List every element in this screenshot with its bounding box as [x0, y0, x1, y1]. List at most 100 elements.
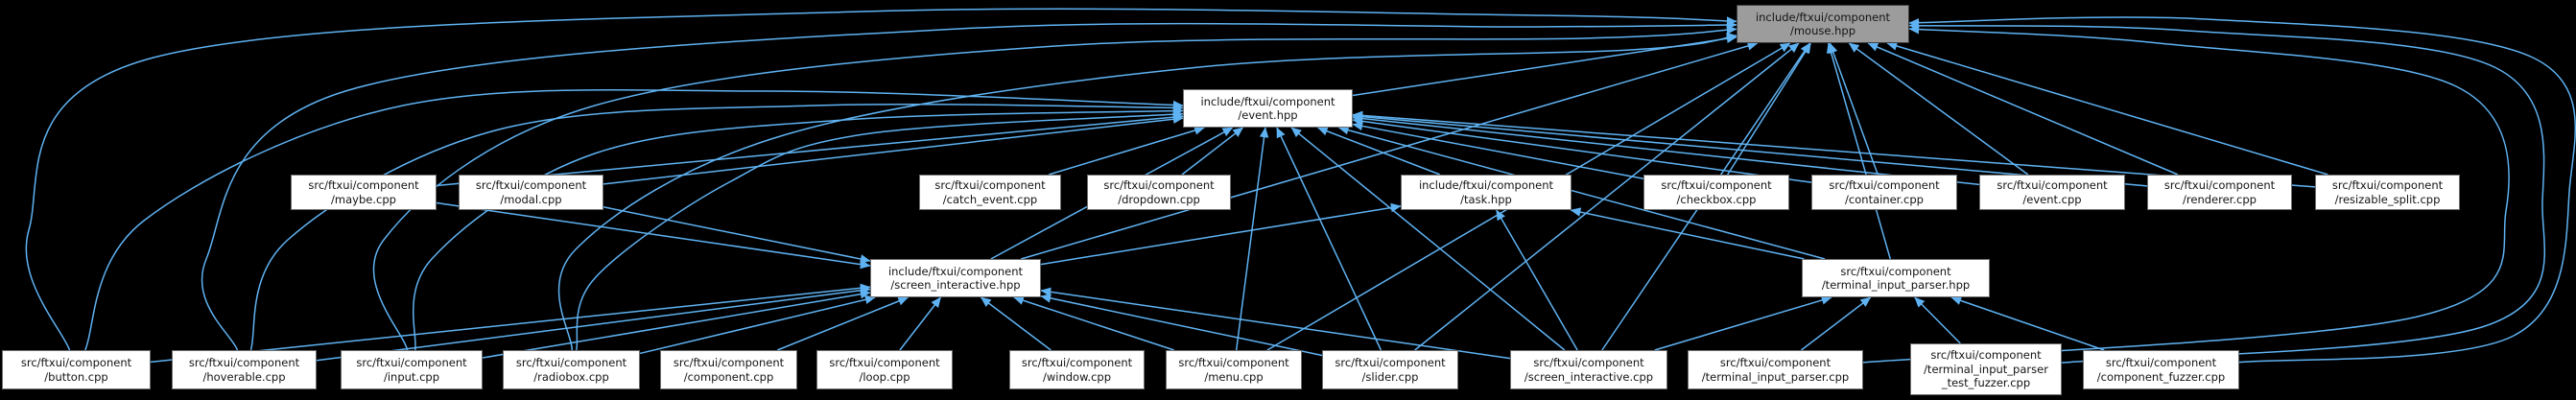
node-label: src/ftxui/component /menu.cpp [1178, 356, 1289, 384]
edge-hoverable_cpp-to-screen_interactive_hpp [316, 286, 871, 362]
node-label: src/ftxui/component /screen_interactive.… [1524, 356, 1654, 384]
node-component-cpp[interactable]: src/ftxui/component /component.cpp [660, 350, 797, 389]
edge-maybe_cpp-to-event_hpp [436, 112, 1184, 187]
node-screen-interactive-hpp[interactable]: include/ftxui/component /screen_interact… [870, 259, 1041, 297]
node-dropdown-cpp[interactable]: src/ftxui/component /dropdown.cpp [1087, 175, 1231, 210]
node-label: src/ftxui/component /hoverable.cpp [188, 356, 300, 384]
node-label: src/ftxui/component /component.cpp [673, 356, 785, 384]
node-label: include/ftxui/component /event.hpp [1200, 94, 1335, 122]
edge-terminal_input_parser_test_fuzzer_cpp-to-mouse_hpp [1908, 21, 2546, 364]
node-label: src/ftxui/component /maybe.cpp [308, 178, 419, 206]
edge-slider_cpp-to-mouse_hpp [1414, 42, 1800, 351]
edge-container_cpp-to-mouse_hpp [1829, 42, 1879, 176]
edge-slider_cpp-to-event_hpp [1276, 127, 1383, 351]
edge-hoverable_cpp-to-event_hpp [249, 103, 1184, 351]
node-container-cpp[interactable]: src/ftxui/component /container.cpp [1811, 175, 1957, 210]
node-component-fuzzer-cpp[interactable]: src/ftxui/component /component_fuzzer.cp… [2083, 350, 2239, 389]
edge-screen_interactive_cpp-to-task_hpp [1496, 209, 1578, 351]
edge-input_cpp-to-mouse_hpp [372, 25, 1737, 351]
node-hoverable-cpp[interactable]: src/ftxui/component /hoverable.cpp [172, 350, 317, 389]
edge-screen_interactive_cpp-to-screen_interactive_hpp [1040, 287, 1511, 360]
node-label: src/ftxui/component /loop.cpp [829, 356, 940, 384]
edge-terminal_input_parser_cpp-to-terminal_input_parser_hpp [1800, 296, 1872, 351]
edge-component_cpp-to-screen_interactive_hpp [776, 296, 910, 351]
node-resizable-split-cpp[interactable]: src/ftxui/component /resizable_split.cpp [2315, 175, 2460, 210]
node-label: src/ftxui/component /window.cpp [1021, 356, 1133, 384]
node-label: src/ftxui/component /modal.cpp [475, 178, 587, 206]
node-maybe-cpp[interactable]: src/ftxui/component /maybe.cpp [291, 175, 437, 210]
edge-terminal_input_parser_cpp-to-mouse_hpp [1862, 24, 2510, 364]
edge-catch_event_cpp-to-event_hpp [1048, 126, 1205, 176]
edge-modal_cpp-to-screen_interactive_hpp [603, 206, 871, 264]
node-screen-interactive-cpp[interactable]: src/ftxui/component /screen_interactive.… [1510, 350, 1667, 389]
edge-checkbox_cpp-to-mouse_hpp [1727, 42, 1811, 176]
node-label: src/ftxui/component /dropdown.cpp [1103, 178, 1215, 206]
node-label: src/ftxui/component /component_fuzzer.cp… [2096, 356, 2226, 384]
node-label: include/ftxui/component /mouse.hpp [1755, 10, 1891, 37]
edge-button_cpp-to-screen_interactive_hpp [150, 283, 871, 364]
edge-renderer_cpp-to-event_hpp [1352, 111, 2148, 187]
node-renderer-cpp[interactable]: src/ftxui/component /renderer.cpp [2147, 175, 2292, 210]
node-label: src/ftxui/component /checkbox.cpp [1661, 178, 1772, 206]
edge-event_cpp-to-mouse_hpp [1848, 42, 2029, 176]
edge-resizable_split_cpp-to-mouse_hpp [1886, 41, 2328, 176]
node-window-cpp[interactable]: src/ftxui/component /window.cpp [1009, 350, 1145, 389]
node-label: include/ftxui/component /screen_interact… [887, 264, 1024, 292]
edge-radiobox_cpp-to-event_hpp [576, 109, 1184, 351]
edge-screen_interactive_cpp-to-terminal_input_parser_hpp [1654, 295, 1832, 351]
node-terminal-input-parser-hpp[interactable]: src/ftxui/component /terminal_input_pars… [1802, 259, 1990, 297]
edge-maybe_cpp-to-screen_interactive_hpp [436, 201, 871, 270]
node-catch-event-cpp[interactable]: src/ftxui/component /catch_event.cpp [919, 175, 1061, 210]
edge-screen_interactive_hpp-to-mouse_hpp [1021, 41, 1759, 260]
edge-component_fuzzer_cpp-to-terminal_input_parser_hpp [1950, 295, 2105, 351]
node-label: src/ftxui/component /terminal_input_pars… [1924, 348, 2048, 390]
node-label: src/ftxui/component /slider.cpp [1335, 356, 1446, 384]
edge-screen_interactive_hpp-to-task_hpp [1040, 202, 1402, 266]
node-terminal-input-parser-cpp[interactable]: src/ftxui/component /terminal_input_pars… [1688, 350, 1863, 389]
node-loop-cpp[interactable]: src/ftxui/component /loop.cpp [816, 350, 953, 389]
node-label: src/ftxui/component /terminal_input_pars… [1821, 264, 1971, 292]
node-label: src/ftxui/component /resizable_split.cpp [2331, 178, 2444, 206]
edge-modal_cpp-to-event_hpp [603, 114, 1184, 185]
edge-hoverable_cpp-to-mouse_hpp [201, 20, 1737, 351]
edge-menu_cpp-to-screen_interactive_hpp [1013, 295, 1174, 351]
node-event-cpp[interactable]: src/ftxui/component /event.cpp [1979, 175, 2125, 210]
edge-radiobox_cpp-to-mouse_hpp [557, 32, 1737, 351]
edge-menu_cpp-to-event_hpp [1235, 127, 1269, 351]
node-event-hpp[interactable]: include/ftxui/component /event.hpp [1183, 89, 1353, 128]
edge-container_cpp-to-event_hpp [1352, 116, 1812, 183]
node-label: src/ftxui/component /button.cpp [20, 356, 132, 384]
node-mouse-hpp[interactable]: include/ftxui/component /mouse.hpp [1737, 5, 1909, 43]
node-label: src/ftxui/component /event.cpp [1997, 178, 2108, 206]
node-terminal-input-parser-test-fuzzer-cpp[interactable]: src/ftxui/component /terminal_input_pars… [1910, 343, 2062, 395]
node-task-hpp[interactable]: include/ftxui/component /task.hpp [1401, 175, 1572, 210]
node-checkbox-cpp[interactable]: src/ftxui/component /checkbox.cpp [1643, 175, 1789, 210]
node-menu-cpp[interactable]: src/ftxui/component /menu.cpp [1166, 350, 1302, 389]
node-radiobox-cpp[interactable]: src/ftxui/component /radiobox.cpp [503, 350, 640, 389]
node-label: src/ftxui/component /radiobox.cpp [515, 356, 627, 384]
edge-button_cpp-to-mouse_hpp [25, 8, 1737, 351]
edge-component_fuzzer_cpp-to-mouse_hpp [1908, 16, 2576, 364]
edge-loop_cpp-to-screen_interactive_hpp [899, 296, 942, 351]
edge-terminal_input_parser_hpp-to-mouse_hpp [1826, 42, 1891, 260]
node-label: include/ftxui/component /task.hpp [1418, 178, 1554, 206]
node-button-cpp[interactable]: src/ftxui/component /button.cpp [2, 350, 151, 389]
node-label: src/ftxui/component /catch_event.cpp [934, 178, 1046, 206]
edge-terminal_input_parser_hpp-to-event_hpp [1337, 126, 1826, 260]
edge-slider_cpp-to-screen_interactive_hpp [1040, 294, 1323, 357]
node-label: src/ftxui/component /input.cpp [356, 356, 467, 384]
edge-window_cpp-to-screen_interactive_hpp [981, 296, 1052, 351]
node-label: src/ftxui/component /terminal_input_pars… [1701, 356, 1850, 384]
edge-button_cpp-to-event_hpp [84, 89, 1184, 351]
edge-task_hpp-to-event_hpp [1316, 127, 1441, 176]
edge-terminal_input_parser_test_fuzzer_cpp-to-terminal_input_parser_hpp [1914, 296, 1961, 344]
node-input-cpp[interactable]: src/ftxui/component /input.cpp [341, 350, 483, 389]
edge-input_cpp-to-screen_interactive_hpp [482, 289, 871, 359]
node-slider-cpp[interactable]: src/ftxui/component /slider.cpp [1322, 350, 1458, 389]
node-label: src/ftxui/component /container.cpp [1829, 178, 1940, 206]
node-label: src/ftxui/component /renderer.cpp [2163, 178, 2276, 206]
edge-event_cpp-to-event_hpp [1352, 113, 1980, 186]
node-modal-cpp[interactable]: src/ftxui/component /modal.cpp [459, 175, 603, 210]
